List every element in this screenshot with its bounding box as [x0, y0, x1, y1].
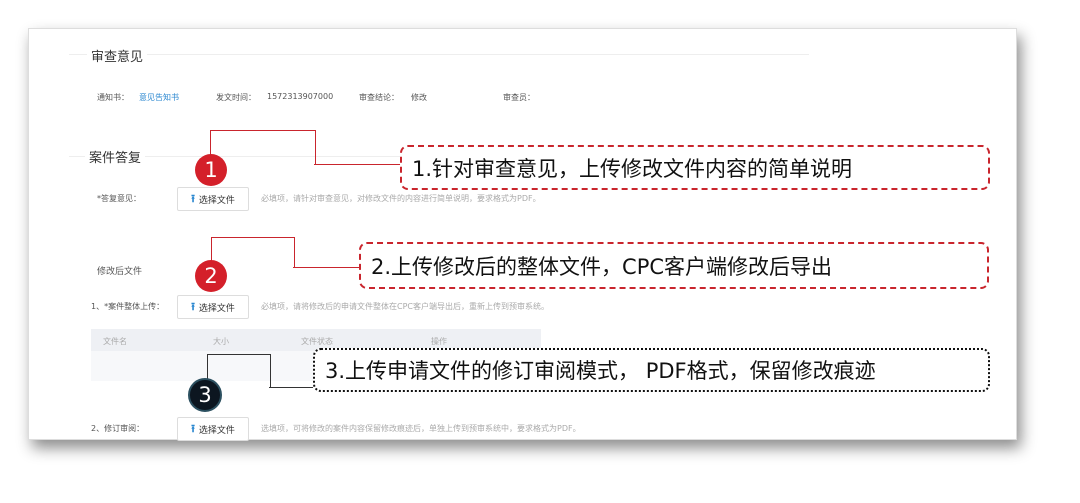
- step-badge-2: 2: [195, 260, 227, 292]
- section-title-reply: 案件答复: [85, 147, 146, 166]
- step-badge-3: 3: [188, 378, 222, 412]
- upload-icon: ⭱: [191, 421, 195, 435]
- revision-label: 2、修订审阅：: [91, 424, 145, 433]
- choose-file-button-whole[interactable]: ⭱选择文件: [177, 295, 249, 319]
- conclusion-label: 审查结论：: [359, 93, 399, 102]
- col-header-size: 大小: [213, 337, 229, 346]
- conclusion-value: 修改: [411, 93, 427, 102]
- choose-file-button-answer[interactable]: ⭱选择文件: [177, 187, 249, 211]
- connector-3b: [269, 387, 313, 388]
- button-label: 选择文件: [198, 195, 235, 206]
- col-header-action: 操作: [431, 337, 447, 346]
- upload-icon: ⭱: [191, 299, 195, 313]
- connector-1: [210, 130, 316, 165]
- upload-icon: ⭱: [191, 191, 195, 205]
- connector-1b: [314, 164, 400, 165]
- examiner-label: 审查员：: [503, 93, 535, 102]
- date-value: 1572313907000: [267, 92, 334, 101]
- notice-label: 通知书：: [97, 93, 129, 102]
- notice-link[interactable]: 意见告知书: [139, 93, 179, 102]
- button-label: 选择文件: [198, 425, 235, 436]
- connector-2: [211, 237, 295, 268]
- answer-hint: 必填项，请针对审查意见，对修改文件的内容进行简单说明，要求格式为PDF。: [261, 194, 541, 203]
- button-label: 选择文件: [198, 303, 235, 314]
- revision-hint: 选填项，可将修改的案件内容保留修改痕迹后，单独上传到预审系统中，要求格式为PDF…: [261, 424, 581, 433]
- step-badge-1: 1: [195, 154, 227, 186]
- col-header-filename: 文件名: [103, 337, 127, 346]
- annotation-2: 2.上传修改后的整体文件，CPC客户端修改后导出: [359, 242, 989, 289]
- annotation-1: 1.针对审查意见，上传修改文件内容的简单说明: [400, 145, 990, 190]
- annotation-3: 3.上传申请文件的修订审阅模式， PDF格式，保留修改痕迹: [313, 348, 990, 392]
- whole-upload-hint: 必填项，请将修改后的申请文件整体在CPC客户端导出后，重新上传到预审系统。: [261, 302, 549, 311]
- connector-2b: [293, 267, 359, 268]
- col-header-status: 文件状态: [301, 337, 333, 346]
- whole-upload-label: 1、*案件整体上传：: [91, 302, 165, 311]
- connector-3: [207, 354, 271, 388]
- answer-label: *答复意见：: [97, 194, 141, 203]
- date-label: 发文时间：: [216, 93, 256, 102]
- modified-files-title: 修改后文件: [97, 267, 143, 277]
- section-title-review: 审查意见: [87, 46, 148, 65]
- choose-file-button-revision[interactable]: ⭱选择文件: [177, 417, 249, 441]
